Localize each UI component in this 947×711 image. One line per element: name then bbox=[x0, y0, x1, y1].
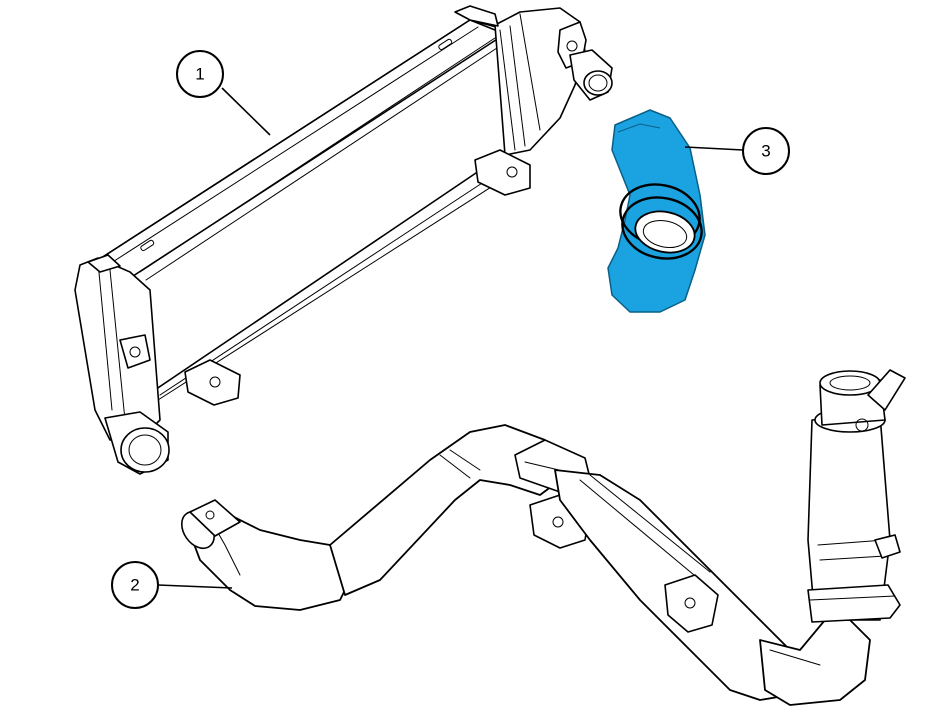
intercooler bbox=[74, 5, 613, 475]
callout-3-label: 3 bbox=[761, 142, 770, 161]
intercooler-outlet-hose bbox=[607, 109, 706, 313]
callout-1: 1 bbox=[176, 50, 271, 136]
callout-3: 3 bbox=[684, 127, 790, 175]
callout-2-label: 2 bbox=[130, 576, 139, 595]
callout-1-label: 1 bbox=[195, 65, 204, 84]
leader-line-1 bbox=[221, 87, 271, 136]
charge-air-tube bbox=[180, 369, 906, 706]
leader-line-2 bbox=[157, 584, 233, 589]
callout-2: 2 bbox=[111, 561, 233, 609]
leader-line-3 bbox=[684, 146, 744, 151]
